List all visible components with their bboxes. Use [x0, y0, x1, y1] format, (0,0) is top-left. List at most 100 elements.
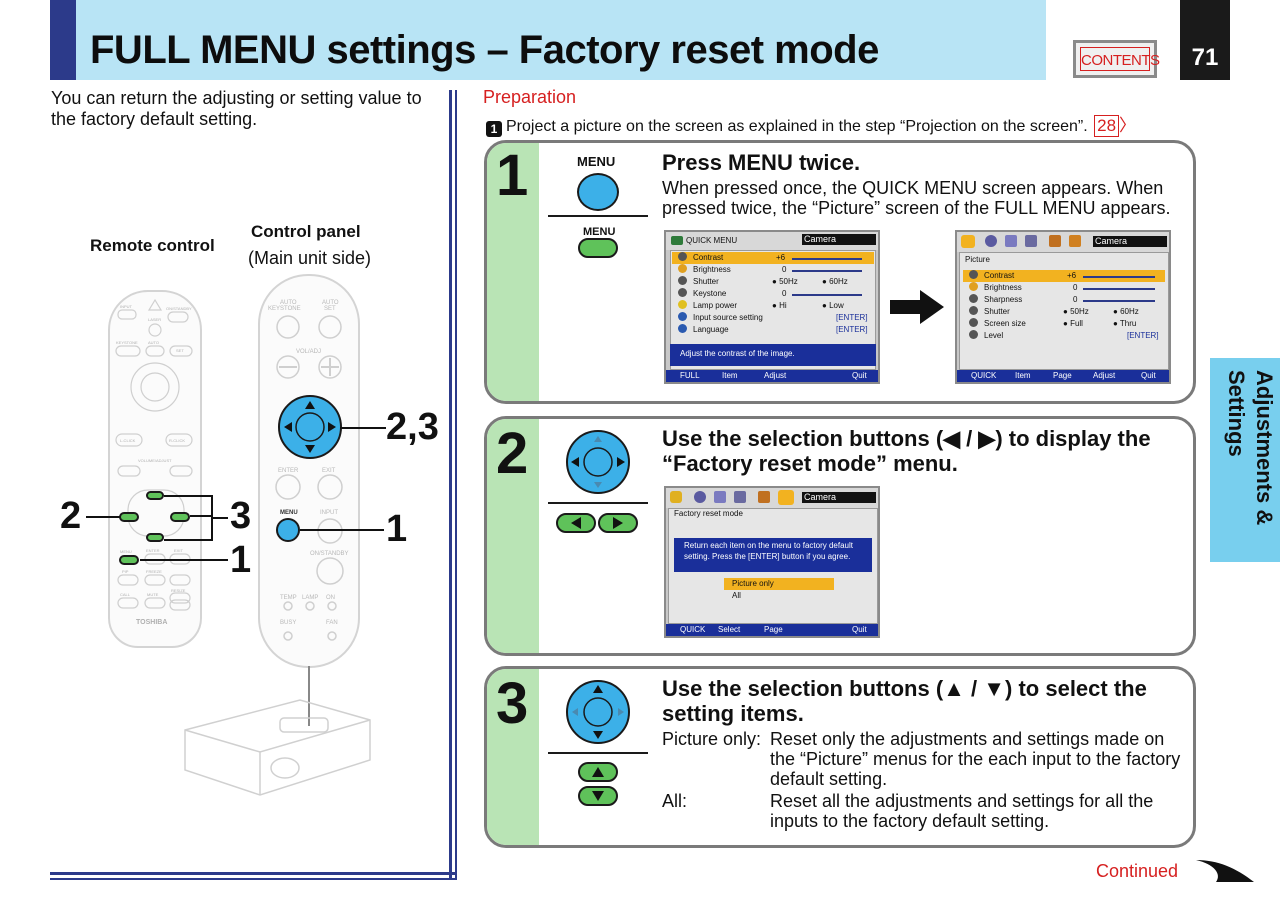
callout-panel-menu: 1 — [386, 508, 408, 550]
callout-line — [86, 516, 120, 518]
svg-text:CALL: CALL — [120, 592, 131, 597]
svg-text:LASER: LASER — [148, 317, 161, 322]
sharpness-icon — [969, 294, 978, 303]
svg-text:LAMP: LAMP — [302, 595, 318, 601]
right-arrow-icon — [613, 517, 623, 529]
remote-right-button[interactable] — [170, 512, 190, 522]
settings-tab-icon — [758, 491, 770, 503]
page-reference-link[interactable]: 28 — [1094, 115, 1120, 137]
section-side-tab[interactable] — [1210, 358, 1280, 562]
quick-menu-row[interactable]: Input source setting[ENTER] — [672, 312, 874, 324]
section-side-tab-label: Adjustments & Settings — [1224, 370, 1277, 526]
step-3-green-band — [487, 669, 539, 845]
remote-menu-button[interactable] — [119, 555, 139, 565]
svg-text:EXIT: EXIT — [322, 468, 336, 474]
contents-button[interactable]: CONTENTS — [1073, 40, 1160, 78]
svg-text:INPUT: INPUT — [120, 304, 133, 309]
quick-menu-row[interactable]: Lamp power● Hi● Low — [672, 300, 874, 312]
bottom-rule-inner — [50, 878, 456, 880]
svg-text:ENTER: ENTER — [278, 468, 299, 474]
factory-reset-option-picture-only[interactable]: Picture only — [724, 578, 834, 590]
quick-menu-row[interactable]: Shutter● 50Hz● 60Hz — [672, 276, 874, 288]
option-all-desc: Reset all the adjustments and settings f… — [770, 791, 1154, 831]
level-icon — [969, 330, 978, 339]
svg-text:PIP: PIP — [122, 569, 129, 574]
input-tab-icon — [1005, 235, 1017, 247]
bottom-rule — [50, 872, 456, 875]
step-3-divider — [548, 752, 648, 754]
factory-reset-screen: Camera Factory reset mode Return each it… — [664, 486, 880, 638]
svg-text:SET: SET — [324, 306, 336, 312]
contrast-slider[interactable] — [1083, 276, 1155, 278]
preparation-step-number: 1 — [486, 121, 502, 137]
sharpness-slider[interactable] — [1083, 300, 1155, 302]
svg-text:ENTER: ENTER — [146, 548, 160, 553]
contrast-slider[interactable] — [792, 258, 862, 260]
reference-arrow-icon: 〉 — [1119, 116, 1137, 135]
picture-tab-icon — [670, 491, 682, 503]
svg-text:KEYSTONE: KEYSTONE — [116, 340, 138, 345]
factory-reset-tab: Camera — [802, 492, 876, 503]
preparation-step-text: Project a picture on the screen as expla… — [506, 118, 1088, 135]
display-tab-icon — [985, 235, 997, 247]
brightness-icon — [969, 282, 978, 291]
contents-label[interactable]: CONTENTS — [1080, 47, 1160, 71]
svg-text:VOLUME/ADJUST: VOLUME/ADJUST — [138, 458, 172, 463]
picture-menu-tab: Camera — [1093, 236, 1167, 247]
page-title: FULL MENU settings – Factory reset mode — [90, 28, 879, 72]
callout-remote-right: 3 — [230, 495, 252, 537]
brightness-slider[interactable] — [1083, 288, 1155, 290]
step-1-number: 1 — [496, 143, 529, 208]
remote-left-button[interactable] — [119, 512, 139, 522]
projector-illustration — [184, 699, 371, 796]
lamp-icon — [678, 300, 687, 309]
continued-link[interactable]: Continued — [1096, 861, 1179, 881]
remote-up-button[interactable] — [146, 491, 164, 500]
brightness-icon — [678, 264, 687, 273]
svg-text:VOL/ADJ: VOL/ADJ — [296, 349, 321, 355]
quick-menu-footer: FULL Item Adjust Quit — [666, 370, 878, 382]
keystone-icon — [678, 288, 687, 297]
callout-line — [140, 559, 228, 561]
picture-menu-row[interactable]: Shutter● 50Hz● 60Hz — [963, 306, 1165, 318]
quick-menu-row[interactable]: Language[ENTER] — [672, 324, 874, 336]
picture-menu-row[interactable]: Screen size● Full● Thru — [963, 318, 1165, 330]
picture-menu-footer: QUICK Item Page Adjust Quit — [957, 370, 1169, 382]
step-1-divider — [548, 215, 648, 217]
quick-menu-header: QUICK MENU Camera — [666, 232, 878, 250]
control-panel-label: Control panel — [251, 222, 361, 241]
factory-reset-option-all[interactable]: All — [732, 591, 741, 600]
svg-text:BUSY: BUSY — [280, 620, 296, 626]
svg-text:MENU: MENU — [280, 510, 298, 516]
picture-menu-row[interactable]: Contrast+6 — [963, 270, 1165, 282]
svg-text:MUTE: MUTE — [147, 592, 159, 597]
svg-text:R-CLICK: R-CLICK — [169, 438, 185, 443]
step-2-divider — [548, 502, 648, 504]
step-2-green-band — [487, 419, 539, 653]
step-3-heading: Use the selection buttons (▲ / ▼) to sel… — [662, 676, 1147, 726]
shutter-icon — [969, 306, 978, 315]
remote-down-button[interactable] — [146, 533, 164, 542]
step-1-menu-button-remote[interactable] — [578, 238, 618, 258]
step-1-menu-button-round[interactable] — [577, 173, 619, 211]
svg-text:AUTO: AUTO — [148, 340, 159, 345]
header-accent — [50, 0, 76, 80]
input-source-icon — [678, 312, 687, 321]
picture-menu-row[interactable]: Level[ENTER] — [963, 330, 1165, 342]
panel-menu-button[interactable] — [276, 518, 300, 542]
remote-control-illustration — [108, 290, 202, 648]
quick-menu-row[interactable]: Contrast+6 — [672, 252, 874, 264]
quick-menu-title: QUICK MENU — [686, 236, 738, 245]
keystone-slider[interactable] — [792, 294, 862, 296]
step-2-number: 2 — [496, 421, 529, 486]
brightness-slider[interactable] — [792, 270, 862, 272]
picture-menu-header: Camera — [957, 232, 1169, 252]
step-1-menu-label: MENU — [577, 154, 616, 169]
svg-text:FAN: FAN — [326, 620, 338, 626]
